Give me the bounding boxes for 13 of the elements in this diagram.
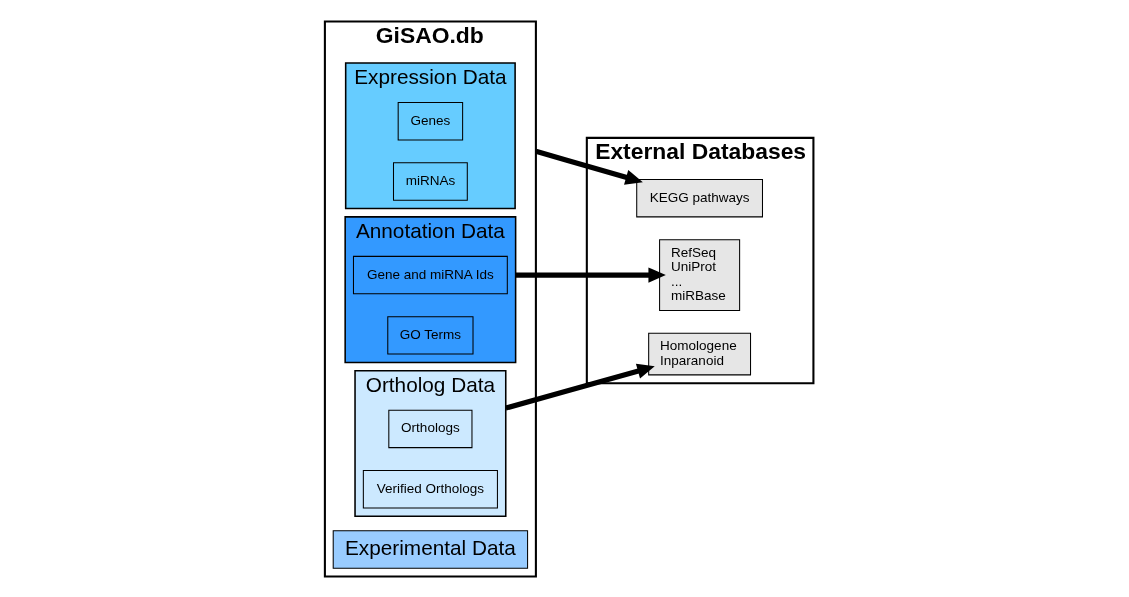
arrow <box>534 148 643 185</box>
node-box: Orthologs <box>387 409 472 448</box>
arrow <box>504 363 655 411</box>
node-box: Verified Orthologs <box>362 469 498 508</box>
node-box: KEGG pathways <box>635 178 763 217</box>
node-box: Gene and miRNA Ids <box>352 255 508 294</box>
node-box: RefSeq UniProt ... miRBase <box>658 238 740 311</box>
node-box: Experimental Data <box>332 529 528 569</box>
node-box: Homologene Inparanoid <box>647 332 751 375</box>
node-box: GO Terms <box>386 315 474 355</box>
arrow <box>515 267 666 283</box>
node-box: miRNAs <box>392 161 468 201</box>
node-box: Genes <box>397 101 463 140</box>
